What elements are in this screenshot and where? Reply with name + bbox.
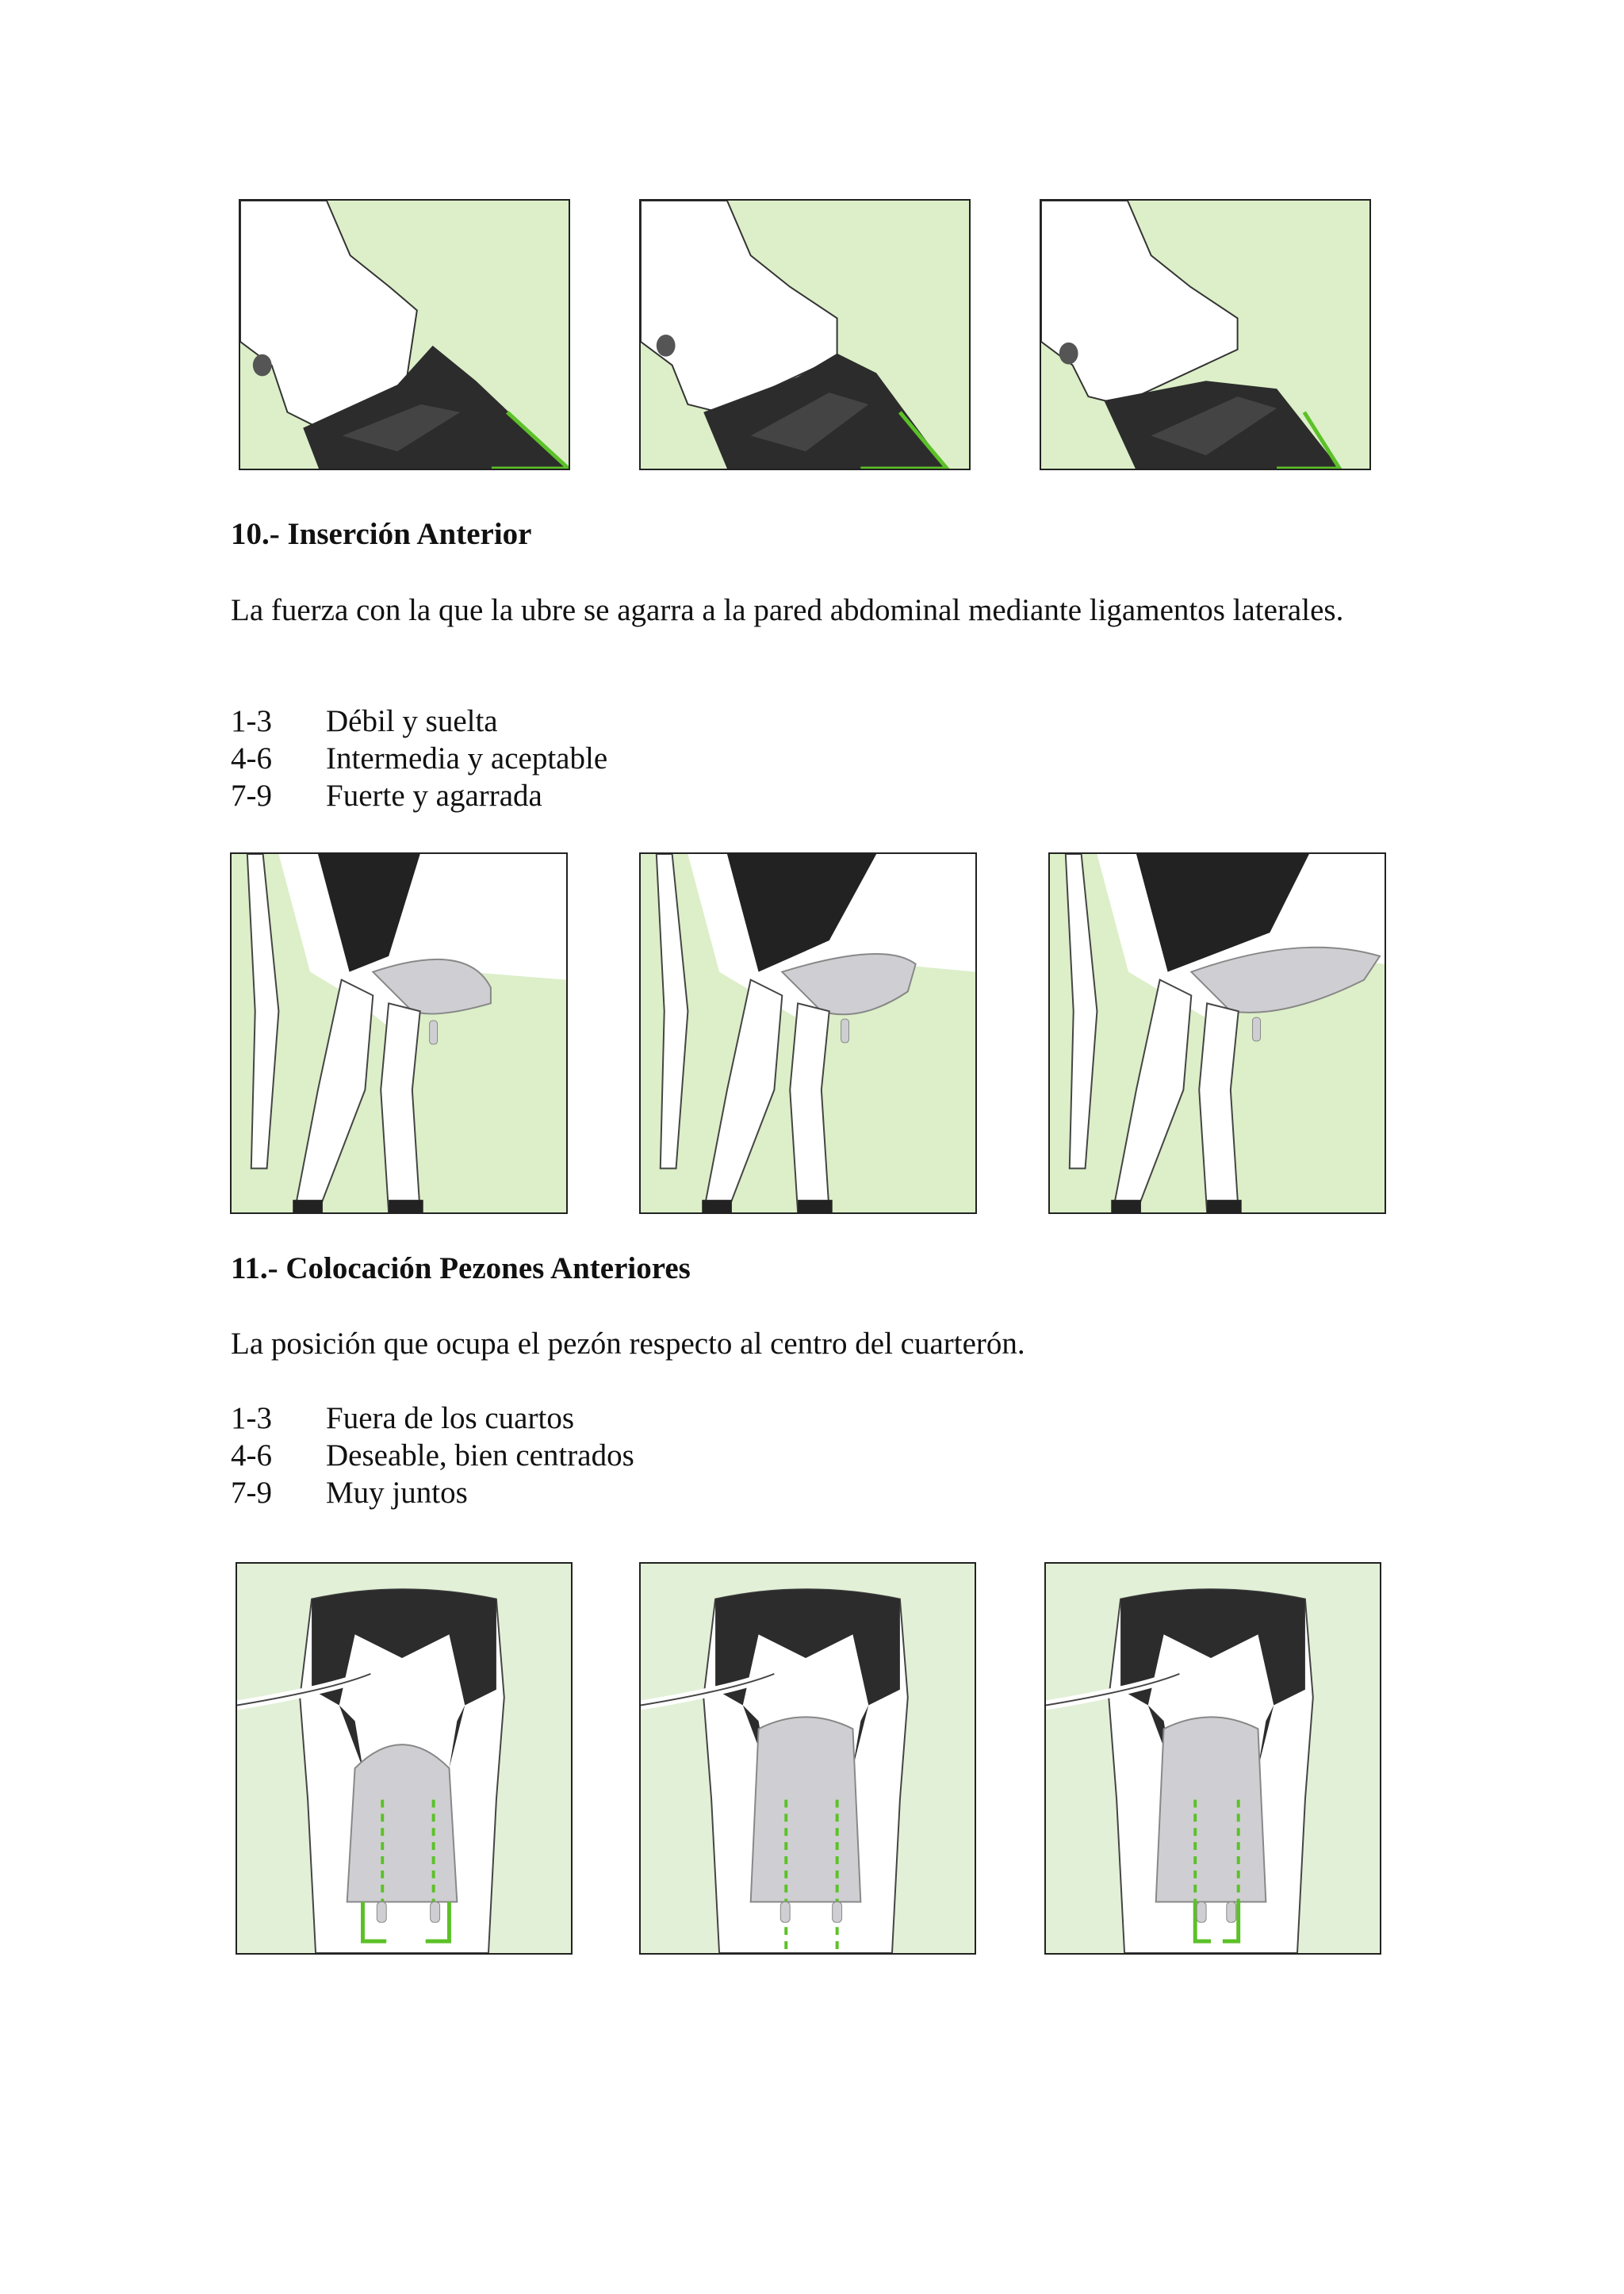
illustration-teat-placement-3 — [1044, 1562, 1381, 1955]
scale-label: Fuera de los cuartos — [326, 1401, 574, 1435]
scale-range: 7-9 — [231, 1476, 272, 1510]
scale-range: 4-6 — [231, 1438, 272, 1473]
scale-row: 4-6 Intermedia y aceptable — [231, 740, 607, 777]
section-11-scale: 1-3 Fuera de los cuartos 4-6 Deseable, b… — [231, 1400, 634, 1511]
section-11-description: La posición que ocupa el pezón respecto … — [231, 1327, 1025, 1361]
scale-range: 1-3 — [231, 1401, 272, 1435]
scale-row: 1-3 Débil y suelta — [231, 703, 607, 740]
scale-row: 4-6 Deseable, bien centrados — [231, 1437, 634, 1474]
illustration-fore-attachment-1 — [230, 852, 568, 1214]
illustration-udder-top-3 — [1040, 199, 1371, 470]
scale-row: 7-9 Fuerte y agarrada — [231, 777, 607, 814]
section-10-heading: 10.- Inserción Anterior — [231, 517, 532, 551]
scale-range: 1-3 — [231, 704, 272, 738]
illustration-teat-placement-2 — [639, 1562, 976, 1955]
scale-label: Fuerte y agarrada — [326, 779, 542, 813]
section-10-scale: 1-3 Débil y suelta 4-6 Intermedia y acep… — [231, 703, 607, 814]
illustration-udder-top-1 — [239, 199, 570, 470]
illustration-udder-top-2 — [639, 199, 971, 470]
scale-row: 1-3 Fuera de los cuartos — [231, 1400, 634, 1437]
scale-label: Deseable, bien centrados — [326, 1438, 634, 1473]
section-11-heading: 11.- Colocación Pezones Anteriores — [231, 1251, 691, 1285]
illustration-teat-placement-1 — [236, 1562, 573, 1955]
illustration-fore-attachment-3 — [1048, 852, 1386, 1214]
scale-range: 4-6 — [231, 741, 272, 776]
scale-range: 7-9 — [231, 779, 272, 813]
scale-label: Muy juntos — [326, 1476, 468, 1510]
scale-label: Débil y suelta — [326, 704, 498, 738]
scale-label: Intermedia y aceptable — [326, 741, 608, 776]
scale-row: 7-9 Muy juntos — [231, 1474, 634, 1511]
section-10-description: La fuerza con la que la ubre se agarra a… — [231, 593, 1344, 627]
illustration-fore-attachment-2 — [639, 852, 977, 1214]
